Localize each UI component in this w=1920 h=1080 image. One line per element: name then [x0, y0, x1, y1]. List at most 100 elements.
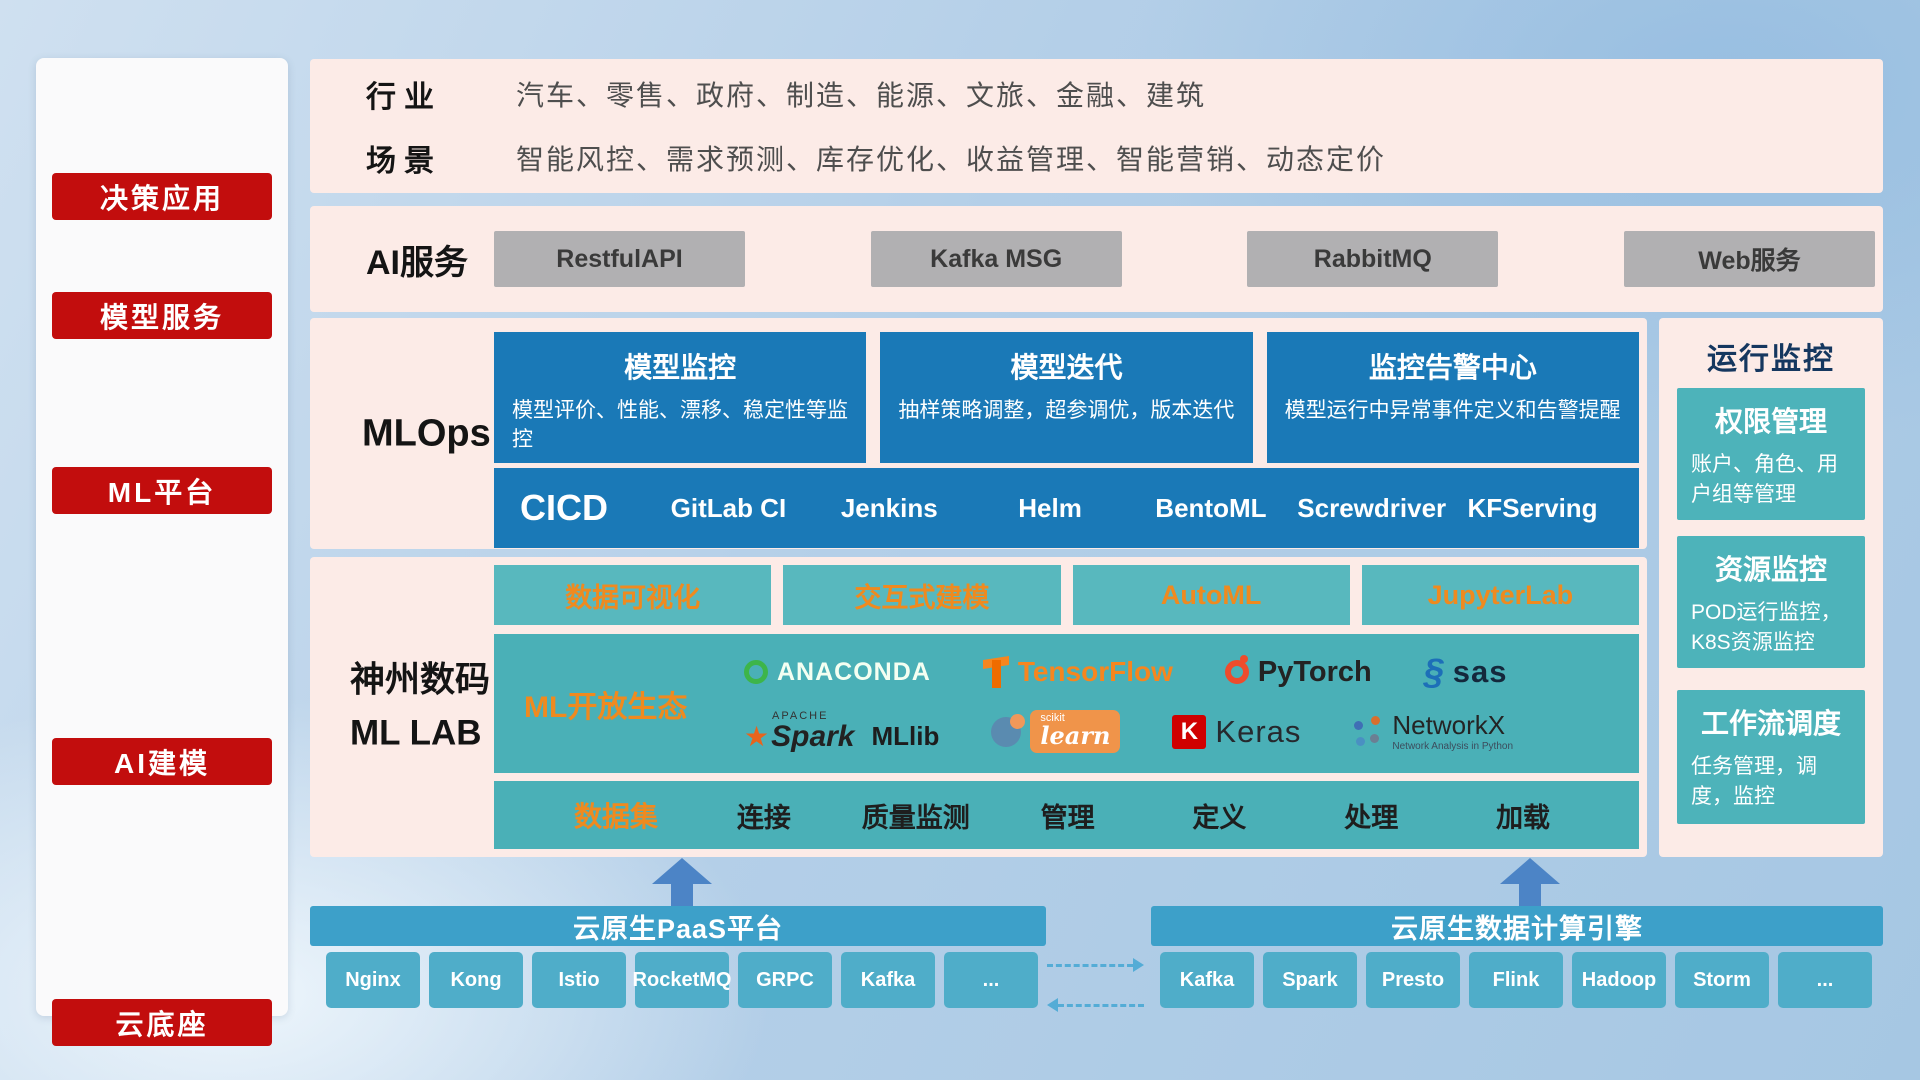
dataset-item-quality: 质量监测 [861, 802, 970, 833]
dataflow-arrow-left [1047, 998, 1144, 1012]
industry-values: 汽车、零售、政府、制造、能源、文旅、金融、建筑 [516, 80, 1207, 111]
workflow-scheduling-card: 工作流调度 任务管理，调度，监控 [1677, 690, 1865, 824]
scenario-row: 场景 智能风控、需求预测、库存优化、收益管理、智能营销、动态定价 [366, 136, 1883, 180]
up-arrow-right [1500, 858, 1560, 906]
arrow-stem [671, 884, 693, 906]
data-visualization-chip: 数据可视化 [494, 565, 772, 625]
card-title: 监控告警中心 [1368, 352, 1537, 383]
learn-wordmark: learn [1040, 721, 1111, 750]
cicd-item-kfserving: KFServing [1467, 492, 1598, 523]
spark-star-icon: ★ [744, 721, 770, 752]
dataset-item-connect: 连接 [736, 802, 791, 833]
arrow-stem [1519, 884, 1541, 906]
paas-components: Nginx Kong Istio RocketMQ GRPC Kafka ... [326, 952, 1038, 1008]
anaconda-logo: ANACONDA [744, 658, 931, 687]
interactive-modeling-chip: 交互式建模 [783, 565, 1061, 625]
ai-service-label: AI服务 [366, 243, 468, 282]
ai-service-restfulapi: RestfulAPI [494, 231, 745, 287]
sas-logo: § sas [1424, 654, 1508, 690]
ml-lab-label-line2: ML LAB [350, 713, 482, 752]
cicd-item-gitlab-ci: GitLab CI [670, 492, 787, 523]
scikit-label: scikit [1040, 712, 1065, 724]
cicd-label: CICD [520, 487, 608, 528]
industry-row: 行业 汽车、零售、政府、制造、能源、文旅、金融、建筑 [366, 72, 1883, 116]
ml-lab-label-line1: 神州数码 [350, 660, 491, 700]
cicd-item-screwdriver: Screwdriver [1297, 492, 1447, 523]
arrow-head-right [1133, 958, 1144, 972]
tensorflow-icon [983, 655, 1009, 689]
ai-service-panel: AI服务 RestfulAPI Kafka MSG RabbitMQ Web服务 [310, 206, 1883, 312]
dataset-item-define: 定义 [1192, 802, 1247, 833]
alert-center-card: 监控告警中心 模型运行中异常事件定义和告警提醒 [1266, 332, 1639, 463]
card-title: 模型迭代 [1010, 352, 1123, 383]
model-monitoring-card: 模型监控 模型评价、性能、漂移、稳定性等监控 [494, 332, 867, 463]
networkx-wordmark: NetworkX [1392, 709, 1506, 740]
card-title: 权限管理 [1714, 406, 1827, 437]
logo-row-1: ANACONDA TensorFlow PyTorch § sas [744, 654, 1639, 690]
logo-row-2: APACHE ★ Spark MLlib scikit learn [744, 710, 1639, 753]
chip-kafka: Kafka [841, 952, 935, 1008]
paas-platform-bar: 云原生PaaS平台 [310, 906, 1046, 946]
card-desc: 抽样策略调整，超参调优，版本迭代 [898, 399, 1235, 422]
chip-storm: Storm [1675, 952, 1769, 1008]
mlops-label: MLOps [362, 412, 491, 454]
keras-icon: K [1172, 714, 1207, 749]
scikit-learn-icon [991, 713, 1026, 747]
ai-service-web: Web服务 [1623, 231, 1875, 287]
pytorch-icon [1224, 655, 1249, 684]
pytorch-wordmark: PyTorch [1257, 655, 1372, 688]
dashed-line [1058, 1003, 1144, 1007]
up-arrow-left [652, 858, 712, 906]
chip-hadoop: Hadoop [1572, 952, 1666, 1008]
sidebar-item-decision-app: 决策应用 [52, 173, 272, 220]
sidebar-item-cloud-base: 云底座 [52, 999, 272, 1046]
arrow-head [1500, 858, 1560, 884]
anaconda-wordmark: ANACONDA [777, 657, 931, 686]
networkx-text-block: NetworkX Network Analysis in Python [1392, 709, 1513, 752]
dataset-item-load: 加载 [1496, 802, 1551, 833]
chip-rocketmq: RocketMQ [633, 952, 731, 1008]
sidebar-item-ai-modeling: AI建模 [52, 738, 272, 785]
ai-service-kafka-msg: Kafka MSG [870, 231, 1122, 287]
chip-kafka: Kafka [1160, 952, 1254, 1008]
left-sidebar: 决策应用 模型服务 ML平台 AI建模 云底座 [36, 58, 288, 1046]
scenario-label: 场景 [366, 145, 442, 178]
chip-istio: Istio [532, 952, 626, 1008]
cicd-bar: CICD GitLab CI Jenkins Helm BentoML Scre… [494, 468, 1639, 548]
apache-label: APACHE [772, 710, 829, 722]
networkx-icon [1353, 716, 1383, 746]
chip-presto: Presto [1366, 952, 1460, 1008]
dataset-bar: 数据集 连接 质量监测 管理 定义 处理 加载 [494, 781, 1639, 849]
run-monitoring-title: 运行监控 [1707, 343, 1835, 376]
spark-main: ★ Spark [744, 722, 855, 752]
scikit-learn-badge: scikit learn [1030, 710, 1121, 753]
permission-management-card: 权限管理 账户、角色、用户组等管理 [1677, 388, 1865, 520]
ecosystem-logos: ANACONDA TensorFlow PyTorch § sas [744, 634, 1639, 773]
mlops-cards: 模型监控 模型评价、性能、漂移、稳定性等监控 模型迭代 抽样策略调整，超参调优，… [494, 332, 1639, 463]
sas-wordmark: sas [1452, 654, 1508, 689]
run-monitoring-panel: 运行监控 权限管理 账户、角色、用户组等管理 资源监控 POD运行监控，K8S资… [1659, 318, 1883, 857]
chip-grpc: GRPC [738, 952, 832, 1008]
card-title: 模型监控 [624, 352, 737, 383]
data-engine-components: Kafka Spark Presto Flink Hadoop Storm ..… [1160, 952, 1872, 1008]
jupyterlab-chip: JupyterLab [1361, 565, 1639, 625]
card-desc: 任务管理，调度，监控 [1691, 755, 1817, 809]
data-engine-bar: 云原生数据计算引擎 [1151, 906, 1883, 946]
ml-ecosystem-label: ML开放生态 [524, 690, 688, 724]
sas-swirl-icon: § [1423, 651, 1444, 692]
spark-wordmark: Spark [771, 720, 855, 753]
cicd-item-jenkins: Jenkins [840, 492, 938, 523]
keras-logo: K Keras [1172, 714, 1301, 750]
ml-lab-panel: 神州数码 ML LAB 数据可视化 交互式建模 AutoML JupyterLa… [310, 557, 1647, 857]
dataset-item-process: 处理 [1344, 802, 1399, 833]
industry-scenario-panel: 行业 汽车、零售、政府、制造、能源、文旅、金融、建筑 场景 智能风控、需求预测、… [310, 59, 1883, 193]
cicd-item-helm: Helm [1018, 492, 1082, 523]
spark-mllib-logo: APACHE ★ Spark MLlib [744, 711, 939, 752]
anaconda-icon [744, 660, 768, 684]
card-desc: 模型评价、性能、漂移、稳定性等监控 [512, 399, 848, 452]
card-desc: 账户、角色、用户组等管理 [1691, 453, 1838, 507]
tensorflow-wordmark: TensorFlow [1017, 656, 1173, 687]
scenario-values: 智能风控、需求预测、库存优化、收益管理、智能营销、动态定价 [516, 144, 1387, 175]
cicd-item-bentoml: BentoML [1155, 492, 1267, 523]
card-desc: 模型运行中异常事件定义和告警提醒 [1284, 399, 1621, 422]
